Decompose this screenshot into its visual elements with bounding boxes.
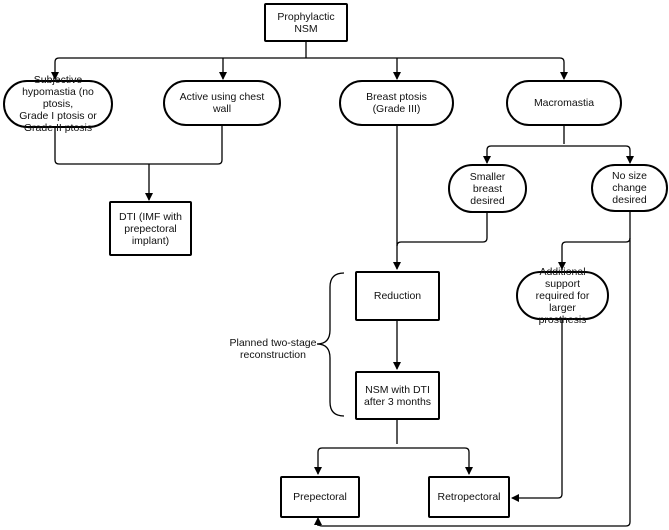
- edge-hypomastia-merge: [54, 126, 223, 165]
- edge-smaller-to-reduction: [396, 213, 488, 247]
- edge-macro-hbar: [486, 145, 631, 151]
- dti-imf-node: DTI (IMF with prepectoral implant): [109, 201, 192, 256]
- two-stage-label: Planned two-stage reconstruction: [229, 337, 317, 361]
- hypomastia-node: Subjective hypomastia (no ptosis, Grade …: [3, 74, 113, 134]
- edge-root-hbar: [54, 57, 565, 63]
- edge-support-to-retro: [511, 320, 563, 502]
- prophylactic-nsm-node: Prophylactic NSM: [264, 3, 348, 42]
- smaller-breast-node: Smaller breast desired: [448, 164, 527, 213]
- edge-nosize-to-support: [558, 212, 631, 270]
- two-stage-brace: [316, 272, 345, 417]
- active-chest-wall-node: Active using chest wall: [163, 80, 281, 126]
- reduction-node: Reduction: [355, 271, 440, 321]
- edge-nsm-hbar: [317, 447, 470, 453]
- no-size-change-node: No size change desired: [591, 164, 668, 212]
- additional-support-node: Additional support required for larger p…: [516, 266, 609, 326]
- prepectoral-node: Prepectoral: [280, 476, 360, 518]
- retropectoral-node: Retropectoral: [428, 476, 510, 518]
- macromastia-node: Macromastia: [506, 80, 622, 126]
- nsm-dti-node: NSM with DTI after 3 months: [355, 371, 440, 420]
- breast-ptosis-node: Breast ptosis (Grade III): [339, 80, 454, 126]
